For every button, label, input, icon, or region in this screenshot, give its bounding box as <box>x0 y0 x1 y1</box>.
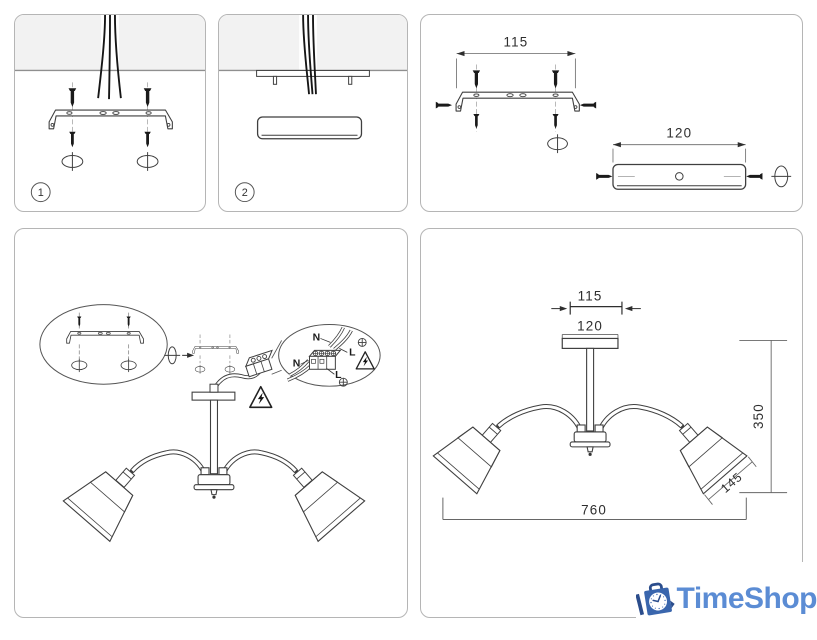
down-rod <box>586 347 595 432</box>
chandelier-assembly <box>62 383 366 543</box>
dim-canopy: 120 <box>561 318 619 340</box>
mounting-bracket <box>48 109 173 130</box>
screwdriver-icon <box>164 346 195 365</box>
screw-icon <box>746 172 763 180</box>
terminal-block-small <box>244 349 273 378</box>
screw-icon <box>472 70 481 89</box>
dim-bracket: 115 <box>551 289 641 315</box>
label-neutral-left: N <box>293 358 301 369</box>
supply-wires <box>302 15 317 95</box>
step-badge: 1 <box>30 182 51 203</box>
svg-text:115: 115 <box>578 289 603 304</box>
step-badge: 2 <box>234 182 255 203</box>
screw-head-icon <box>194 364 206 374</box>
down-rod <box>209 399 219 475</box>
canopy-dimensioned: 120 <box>596 126 792 190</box>
alarm-clock-bag-icon <box>636 582 675 616</box>
panel-parts-dimensions: 115 <box>420 14 803 212</box>
label-line-bottom: L <box>335 370 342 381</box>
label-line-top: L <box>349 347 356 358</box>
chandelier-front-view <box>432 337 748 495</box>
svg-text:120: 120 <box>577 318 603 333</box>
screw-icon <box>68 88 77 107</box>
cable-nipple <box>209 383 219 393</box>
lamp-shade <box>679 426 748 495</box>
step-number: 1 <box>38 187 44 199</box>
screw-head-icon <box>547 133 568 154</box>
dim-canopy-width: 120 <box>666 126 692 141</box>
wiring-detail-callout: N L N L <box>278 324 381 387</box>
step1-drawing: 1 <box>15 15 205 203</box>
mounted-bracket <box>256 69 370 85</box>
lamp-shade <box>432 426 501 495</box>
dim-total-width: 760 <box>442 497 747 520</box>
step2-drawing: 2 <box>219 15 407 203</box>
dim-height: 350 <box>739 339 788 494</box>
screw-head-icon <box>136 151 159 172</box>
screw-head-icon <box>224 364 236 374</box>
bracket-detail-callout <box>39 304 168 385</box>
panel-overview-dimensions: 115 120 <box>420 228 803 618</box>
panel-step-1: 1 <box>14 14 206 212</box>
parts-drawing: 115 <box>435 35 792 190</box>
screw-head-icon <box>61 151 84 172</box>
bracket-small <box>192 334 239 374</box>
screw-icon <box>435 101 453 109</box>
bracket-dimensioned: 115 <box>435 35 597 154</box>
logo-text: TimeShop <box>676 582 817 615</box>
screw-icon <box>473 113 480 129</box>
canopy-plate <box>561 337 619 349</box>
lamp-arm <box>496 404 584 435</box>
assembly-drawing: N L N L <box>39 304 381 543</box>
lamp-socket <box>481 422 502 444</box>
screw-icon <box>551 70 560 89</box>
ceiling-canopy-plate <box>256 116 363 140</box>
panel-assembly-wiring: N L N L <box>14 228 408 618</box>
label-neutral-top: N <box>313 332 321 343</box>
svg-text:760: 760 <box>581 503 607 518</box>
hub <box>193 467 235 499</box>
callout-leaders <box>271 340 283 375</box>
lamp-shade <box>294 471 366 543</box>
screw-head-icon <box>771 165 792 188</box>
svg-text:350: 350 <box>751 403 766 429</box>
supply-wires <box>97 15 122 100</box>
screw-icon <box>69 131 76 148</box>
mounting-bracket <box>192 346 239 354</box>
dim-bracket-width: 115 <box>504 35 529 50</box>
canopy-plate <box>191 391 236 401</box>
timeshop-logo: TimeShop <box>636 562 817 636</box>
warning-electricity-icon <box>249 385 273 409</box>
overview-drawing: 115 120 <box>432 289 788 520</box>
hub <box>569 424 611 456</box>
lamp-arm <box>596 404 685 435</box>
terminal-block-large <box>308 349 342 370</box>
screw-icon <box>552 113 559 129</box>
step-number: 2 <box>242 187 248 199</box>
lamp-shade <box>62 471 134 543</box>
screw-icon <box>596 172 613 180</box>
panel-step-2: 2 <box>218 14 408 212</box>
mounting-bracket <box>455 91 580 112</box>
earth-symbol <box>338 337 367 387</box>
screw-icon <box>143 88 152 107</box>
screw-icon <box>144 131 151 148</box>
screw-icon <box>579 101 597 109</box>
